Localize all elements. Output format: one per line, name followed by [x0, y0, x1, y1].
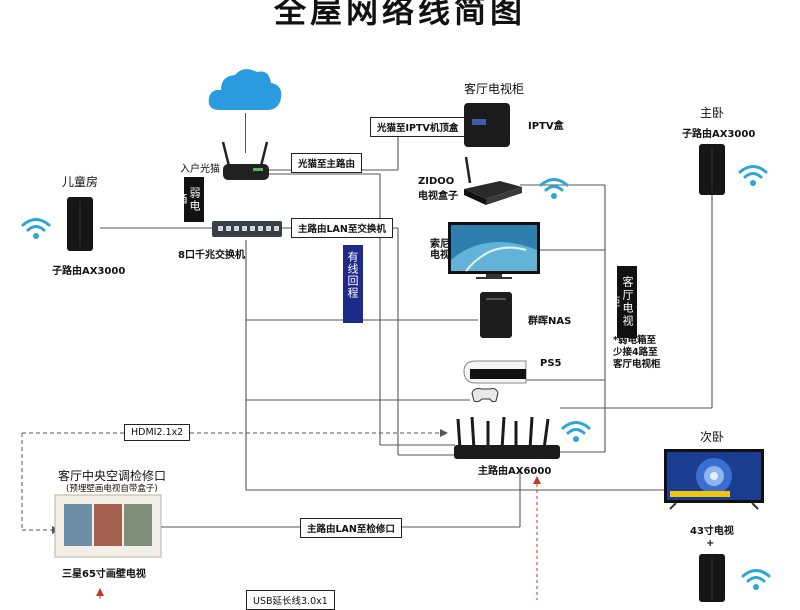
zidoo-label-1: ZIDOO: [418, 176, 455, 187]
hdmi-label: HDMI2.1x2: [124, 424, 191, 441]
ps5-icon: [463, 360, 527, 403]
sony-label-1: 索尼: [430, 239, 450, 250]
plus-sign: +: [706, 538, 715, 549]
living-cabinet-vlabel: 客厅电视柜: [608, 266, 637, 338]
wifi-icon: [741, 569, 771, 590]
ac-access-sub: (预埋壁画电视自带盒子): [66, 484, 158, 494]
router-icon: [454, 416, 560, 459]
tv-icon: [664, 449, 764, 510]
router-icon: [699, 144, 725, 195]
usb-label: USB延长线3.0x1: [246, 590, 335, 610]
kids-room-label: 儿童房: [62, 175, 99, 189]
mesh-label: 有线回程MESH: [331, 245, 363, 323]
router-icon: [221, 141, 269, 180]
main-router-label: 主路由AX6000: [478, 466, 552, 477]
frame-tv-icon: [54, 494, 162, 558]
nas-label: 群晖NAS: [528, 316, 572, 327]
wifi-icon: [561, 421, 591, 442]
modem-to-router-label: 光猫至主路由: [291, 153, 363, 173]
cloud-icon: [208, 69, 282, 110]
iptv-label: IPTV盒: [528, 121, 564, 132]
weak-box-note: *弱电箱至 少接4路至 客厅电视柜: [613, 335, 661, 370]
weak-box-label: 弱电箱: [175, 177, 204, 222]
wifi-icon: [738, 165, 768, 186]
nas-icon: [480, 292, 512, 338]
zidoo-box-icon: [464, 156, 522, 205]
iptv-box-icon: [464, 103, 510, 147]
optical-modem-label: 入户光猫: [180, 164, 220, 175]
modem-to-iptv-label: 光猫至IPTV机顶盒: [370, 117, 466, 137]
ac-access-label: 客厅中央空调检修口: [58, 469, 167, 483]
zidoo-label-2: 电视盒子: [418, 191, 458, 202]
second-room-label: 次卧: [700, 430, 725, 444]
sony-label-2: 电视: [430, 250, 450, 261]
wifi-icon: [539, 178, 569, 199]
master-router-label: 子路由AX3000: [682, 129, 756, 140]
switch-icon: [212, 221, 282, 237]
wifi-icon: [21, 218, 51, 239]
switch-label: 8口千兆交换机: [178, 250, 245, 261]
master-room-label: 主卧: [700, 106, 725, 120]
living-cabinet-label: 客厅电视柜: [464, 82, 525, 96]
router-lan-to-switch-label: 主路由LAN至交换机: [291, 218, 393, 238]
router-icon: [67, 197, 93, 251]
tv43-label: 43寸电视: [690, 526, 734, 537]
ps5-label: PS5: [540, 358, 562, 369]
router-lan-to-access-label: 主路由LAN至检修口: [300, 518, 402, 538]
frame-tv-label: 三星65寸画壁电视: [62, 569, 146, 580]
page-title: 全屋网络线简图: [273, 0, 526, 30]
tv-icon: [448, 222, 540, 279]
kids-router-label: 子路由AX3000: [52, 266, 126, 277]
router-icon: [699, 554, 725, 602]
cloud-link: [245, 113, 246, 153]
